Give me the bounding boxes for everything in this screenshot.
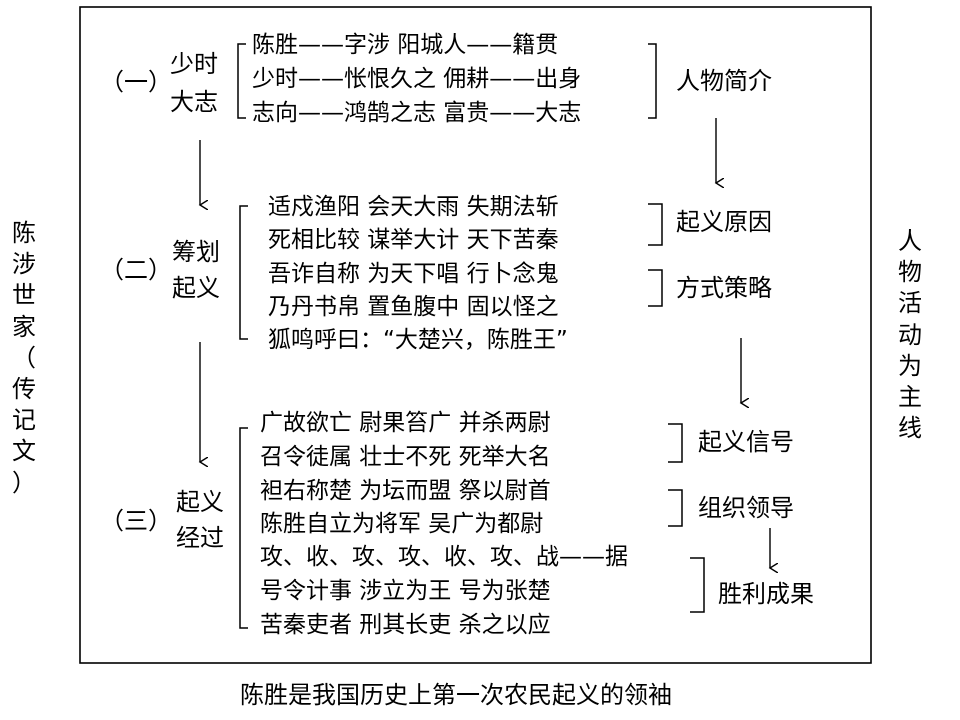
right-vertical-char: 人 [898, 227, 922, 255]
sec2-line: 乃丹书帛 置鱼腹中 固以怪之 [268, 294, 559, 320]
left-vertical-char: 传 [12, 374, 36, 403]
sec2-line: 狐鸣呼曰：“大楚兴，陈胜王” [268, 327, 568, 353]
sec3-signal-label: 起义信号 [698, 428, 794, 456]
left-vertical-char: 涉 [12, 250, 36, 279]
right-vertical-char: 主 [898, 382, 922, 411]
sec1-line: 陈胜——字涉 阳城人——籍贯 [252, 32, 559, 58]
sec3-line: 广故欲亡 尉果笞广 并杀两尉 [260, 410, 551, 436]
sec3-number: （三） [100, 507, 172, 535]
left-vertical-char: 家 [12, 312, 36, 341]
right-vertical-char: 线 [898, 414, 922, 443]
sec2-left-bracket [239, 205, 248, 340]
sec3-line: 攻、收、攻、攻、收、攻、战——据 [260, 544, 628, 570]
sec1-number: （一） [100, 68, 172, 96]
bottom-caption: 陈胜是我国历史上第一次农民起义的领袖 [240, 681, 672, 709]
sec3-org-label: 组织领导 [698, 494, 794, 522]
sec2-line: 适戍渔阳 会天大雨 失期法斩 [268, 194, 559, 220]
sec2-line: 死相比较 谋举大计 天下苦秦 [268, 227, 559, 253]
sec2-strategy-label: 方式策略 [676, 274, 772, 302]
left-vertical-char: ） [12, 468, 36, 497]
sec1-label: 人物简介 [676, 67, 772, 95]
right-vertical-title: 人 物 活 动 为 主 线 [896, 226, 924, 444]
right-vertical-char: 活 [898, 289, 922, 318]
sec3-org-bracket [668, 489, 683, 527]
sec3-title-line2: 经过 [176, 524, 224, 552]
left-vertical-char: （ [12, 343, 36, 372]
sec2-title-line1: 筹划 [172, 238, 220, 266]
sec2-reason-label: 起义原因 [676, 208, 772, 236]
sec3-line: 号令计事 涉立为王 号为张楚 [260, 578, 551, 604]
left-vertical-char: 记 [12, 406, 36, 435]
sec1-right-bracket [648, 43, 657, 119]
left-vertical-char: 陈 [12, 219, 36, 247]
sec3-result-bracket [690, 557, 705, 613]
sec1-line: 志向——鸿鹄之志 富贵——大志 [252, 100, 582, 126]
right-vertical-char: 动 [898, 320, 922, 349]
sec1-left-bracket [237, 43, 246, 119]
sec3-line: 召令徒属 壮士不死 死举大名 [260, 444, 551, 470]
sec2-title-line2: 起义 [172, 274, 220, 302]
left-vertical-char: 文 [12, 437, 36, 466]
sec3-left-bracket [239, 427, 248, 629]
right-vertical-char: 物 [898, 258, 922, 287]
sec3-title-line1: 起义 [176, 488, 224, 516]
sec1-line: 少时——怅恨久之 佣耕——出身 [252, 66, 582, 92]
sec3-result-label: 胜利成果 [718, 580, 814, 608]
sec3-line: 袒右称楚 为坛而盟 祭以尉首 [260, 478, 551, 504]
left-vertical-title: 陈 涉 世 家 （ 传 记 文 ） [10, 218, 38, 499]
sec2-number: （二） [100, 256, 172, 284]
sec1-title-line2: 大志 [170, 88, 218, 116]
sec3-line: 陈胜自立为将军 吴广为都尉 [260, 511, 544, 537]
right-vertical-char: 为 [898, 351, 922, 380]
sec2-strategy-bracket [648, 269, 663, 307]
sec2-reason-bracket [648, 203, 663, 246]
sec2-line: 吾诈自称 为天下唱 行卜念鬼 [268, 261, 559, 287]
sec3-line: 苦秦吏者 刑其长吏 杀之以应 [260, 612, 551, 638]
sec1-title-line1: 少时 [170, 50, 218, 78]
left-vertical-char: 世 [12, 281, 36, 310]
sec3-signal-bracket [668, 423, 683, 463]
outer-frame [79, 6, 872, 664]
